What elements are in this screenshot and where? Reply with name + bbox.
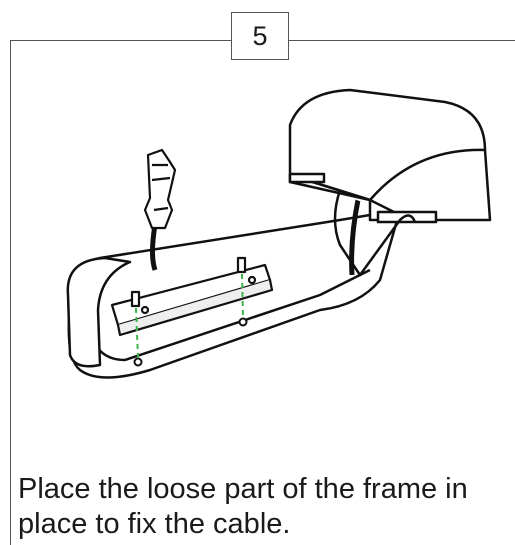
caption-text: Place the loose part of the frame in pla… <box>18 473 468 540</box>
frame-top-right-line <box>289 40 515 41</box>
step-number-box: 5 <box>231 12 289 60</box>
frame-top-left-line <box>10 40 232 41</box>
loose-frame-piece <box>110 256 274 337</box>
cable <box>150 199 361 276</box>
step-number: 5 <box>252 20 268 51</box>
assembly-illustration <box>66 88 492 379</box>
screw-holes <box>133 317 248 367</box>
frame-left-line <box>10 40 11 545</box>
alignment-guides <box>135 273 244 359</box>
cable-connector <box>143 148 177 230</box>
housing-box <box>288 88 492 277</box>
frame-end-cap <box>66 256 132 368</box>
